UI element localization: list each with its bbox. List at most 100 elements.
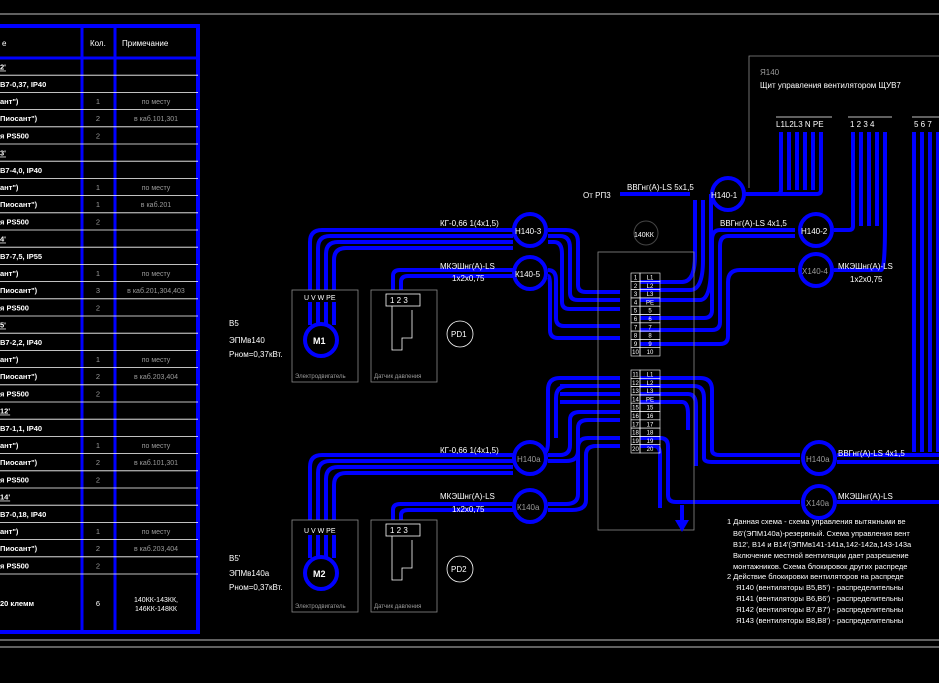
cable-mk-1b: 1х2х0,75 xyxy=(452,274,485,283)
marker-h140-3 xyxy=(512,212,548,248)
table-cell-name: ант") xyxy=(0,269,19,278)
table-cell-qty: 1 xyxy=(96,97,100,106)
sensor-1-terms: 1 2 3 xyxy=(390,296,408,305)
control-panel-box: Я140 Щит управления вентилятором ЩУВ7 L1… xyxy=(748,55,939,188)
marker-h140-2-label: Н140-2 xyxy=(801,227,828,236)
sensor-2: 1 2 3 Датчик давления PD2 xyxy=(370,519,474,613)
table-cell-qty: 1 xyxy=(96,183,100,192)
panel-ref: Я140 xyxy=(760,68,780,77)
sensor-1-caption: Датчик давления xyxy=(374,374,421,380)
motor-1-tag-2: ЭПМв140 xyxy=(229,336,265,345)
marker-h140a-right-label: Н140а xyxy=(806,455,830,464)
cable-vvg-top: ВВГнг(А)-LS 4х1,5 xyxy=(720,219,787,228)
terminal-label: L2 xyxy=(647,284,654,290)
note-line: Я140 (вентиляторы В5,В5') - распределите… xyxy=(736,583,903,592)
table-cell-note: в каб.201,304,403 xyxy=(127,287,185,295)
motor-2-box xyxy=(291,519,359,613)
motor-1-caption: Электродвигатель xyxy=(295,374,346,380)
terminal-label: 8 xyxy=(648,334,652,340)
table-cell-note: в каб.201 xyxy=(141,201,172,209)
table-cell-name: 3' xyxy=(0,149,6,158)
terminal-label: L1 xyxy=(647,276,654,282)
terminal-label: L3 xyxy=(647,389,654,395)
motor-1-tag-3: Рном=0,37кВт. xyxy=(229,350,283,359)
table-cell-name: 4' xyxy=(0,235,6,244)
motor-1: U V W PE M1 Электродвигатель В5 ЭПМв140 … xyxy=(229,289,359,383)
cable-mk-1: МКЭШнг(А)-LS xyxy=(440,262,495,271)
sensor-2-symbol xyxy=(391,536,413,581)
terminal-number: 10 xyxy=(632,350,639,356)
table-cell-name: Пиосант") xyxy=(0,200,38,209)
terminal-label: PE xyxy=(646,300,654,306)
note-line: В12', В14 и В14'(ЭПМв141-141а,142-142а,1… xyxy=(733,540,912,549)
sensor-1-tag-circle xyxy=(446,320,474,348)
marker-h140-3-label: Н140-3 xyxy=(515,227,542,236)
terminal-label: L1 xyxy=(647,373,654,379)
note-line: 2 Действие блокировки вентиляторов на ра… xyxy=(727,572,904,581)
table-cell-note: в каб.203,404 xyxy=(134,545,178,553)
motor-2-tag-1: В5' xyxy=(229,554,241,563)
terminal-number: 12 xyxy=(632,381,639,387)
cable-mk-3: МКЭШнг(А)-LS xyxy=(440,492,495,501)
cable-kg-top: КГ-0,66 1(4х1,5) xyxy=(440,219,499,228)
sensor-1: 1 2 3 Датчик давления PD1 xyxy=(370,289,474,383)
table-cell-note: в каб.101,301 xyxy=(134,459,178,467)
terminal-number: 1 xyxy=(634,276,638,282)
table-cell-qty: 1 xyxy=(96,527,100,536)
table-cell-name: я PS500 xyxy=(0,561,29,570)
sensor-1-symbol xyxy=(391,306,413,351)
marker-x140a-right-label: Х140а xyxy=(806,499,830,508)
motor-2-tag-2: ЭПМв140а xyxy=(229,569,270,578)
terminal-number: 15 xyxy=(632,406,639,412)
note-line: Я142 (вентиляторы В7,В7') - распределите… xyxy=(736,605,903,614)
terminal-number: 5 xyxy=(634,309,638,315)
table-header-qty: Кол. xyxy=(90,39,106,48)
table-cell-name: ант") xyxy=(0,183,19,192)
table-cell-name: ант") xyxy=(0,527,19,536)
terminal-number: 19 xyxy=(632,439,639,445)
table-cell-name: Пиосант") xyxy=(0,544,38,553)
cable-mk-4: МКЭШнг(А)-LS xyxy=(838,492,893,501)
table-cell-qty: 2 xyxy=(96,217,100,226)
table-cell-name: я PS500 xyxy=(0,303,29,312)
table-cell-qty: 3 xyxy=(96,286,100,295)
cable-kg-bottom: КГ-0,66 1(4х1,5) xyxy=(440,446,499,455)
table-cell-name: я PS500 xyxy=(0,475,29,484)
box-marker xyxy=(633,220,659,246)
marker-k140-5 xyxy=(512,255,548,291)
note-line: В6'(ЭПМ140а)-резервный. Схема управления… xyxy=(733,529,910,538)
terminal-number: 6 xyxy=(634,317,638,323)
terminal-label: 19 xyxy=(647,439,654,445)
motor-2-caption: Электродвигатель xyxy=(295,604,346,610)
marker-k140a-left xyxy=(512,488,548,524)
table-cell-name: 2' xyxy=(0,63,6,72)
terminal-label: 17 xyxy=(647,422,654,428)
table-cell-name: Пиосант") xyxy=(0,372,38,381)
table-cell-note: по месту xyxy=(142,443,171,450)
note-line: Я143 (вентиляторы В8,В8') - распределите… xyxy=(736,616,903,625)
terminal-number: 14 xyxy=(632,397,639,403)
panel-outline xyxy=(748,55,939,188)
table-cell-name: В7-0,37, IP40 xyxy=(0,80,46,89)
table-cell-note: 140КК-143КК,146КК-148КК xyxy=(134,597,178,613)
table-cell-note: по месту xyxy=(142,529,171,536)
marker-h140a-left-label: Н140а xyxy=(517,455,541,464)
table-header-note: Примечание xyxy=(122,39,169,48)
table-header-name: е xyxy=(2,39,7,48)
table-cell-name: Пиосант") xyxy=(0,458,38,467)
table-cell-qty: 2 xyxy=(96,475,100,484)
panel-title: Щит управления вентилятором ЩУВ7 xyxy=(760,81,901,90)
motor-2: U V W PE M2 Электродвигатель В5' ЭПМв140… xyxy=(229,519,359,613)
terminal-label: 16 xyxy=(647,414,654,420)
sensor-2-tag-circle xyxy=(446,555,474,583)
terminal-number: 3 xyxy=(634,292,638,298)
terminal-label: 20 xyxy=(647,447,654,453)
terminal-label: L2 xyxy=(647,381,654,387)
table-cell-note: по месту xyxy=(142,357,171,364)
table-cell-qty: 2 xyxy=(96,372,100,381)
terminal-label: L3 xyxy=(647,292,654,298)
table-cell-name: В7-4,0, IP40 xyxy=(0,166,42,175)
